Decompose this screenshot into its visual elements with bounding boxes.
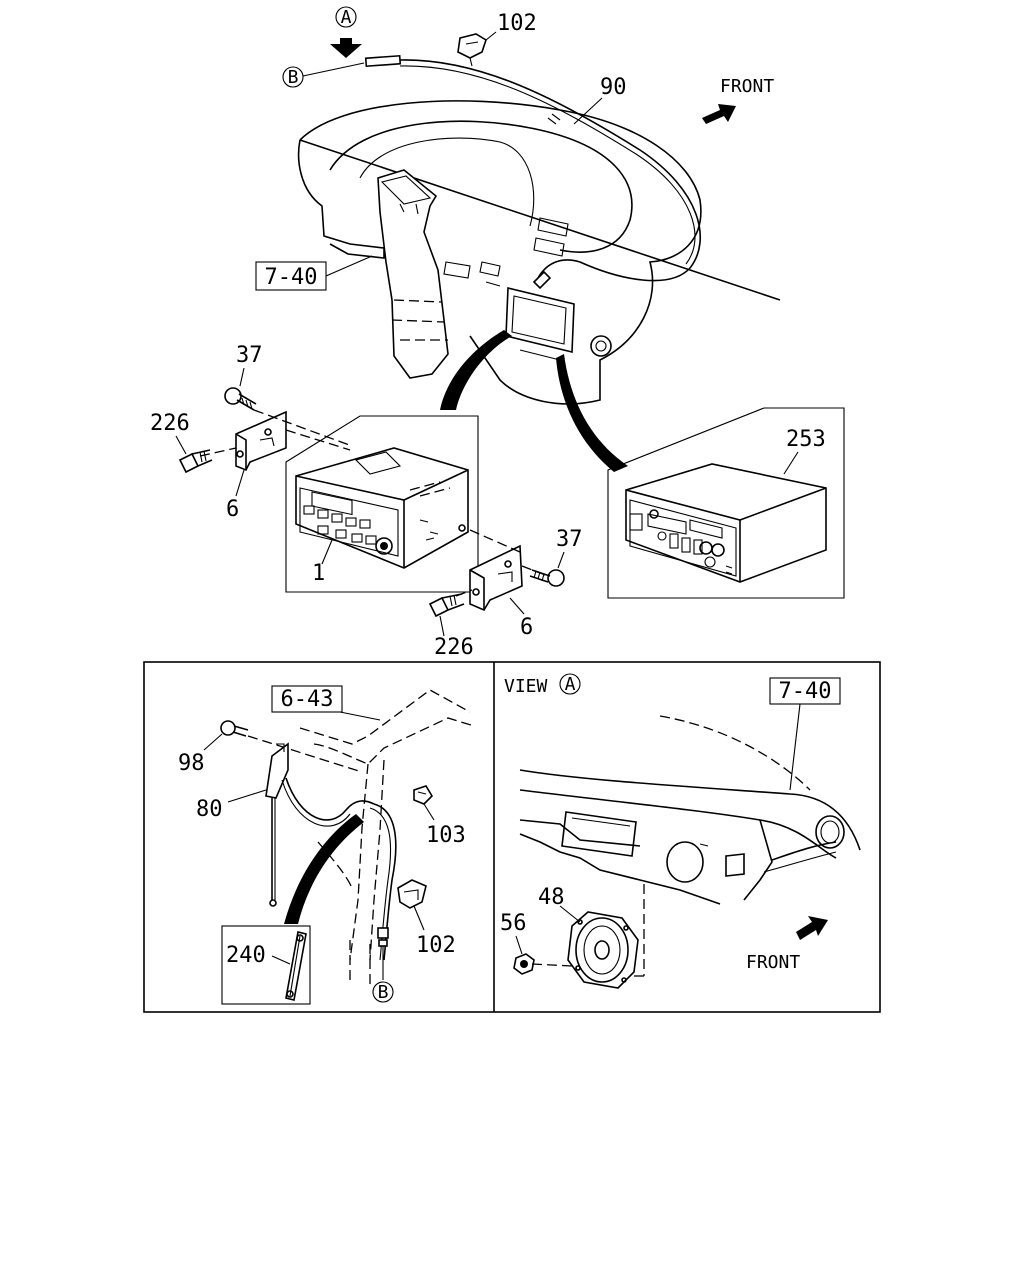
pointer-to-radio-1	[440, 330, 512, 410]
ref-7-40-top-label: 7-40	[265, 265, 318, 290]
clip-102-lower	[397, 879, 427, 909]
label-102-lower: 102	[416, 933, 456, 958]
front-label-top: FRONT	[720, 76, 774, 97]
label-37-right: 37	[556, 527, 583, 552]
label-90: 90	[600, 75, 627, 100]
left-bracket-6	[235, 410, 287, 472]
radio-1-detail	[285, 415, 479, 593]
front-label-view: FRONT	[746, 952, 800, 973]
label-103: 103	[426, 823, 466, 848]
label-253: 253	[786, 427, 826, 452]
speaker-48	[567, 911, 639, 989]
label-48: 48	[538, 885, 565, 910]
front-arrow-view-icon	[796, 916, 828, 940]
lower-detail-frame	[143, 661, 881, 1013]
dashboard-panel	[297, 100, 781, 405]
pointer-to-240	[284, 814, 364, 924]
bolt-37-right	[529, 569, 565, 587]
label-80: 80	[196, 797, 223, 822]
antenna-cable-end	[364, 54, 402, 68]
b-marker-top: B	[288, 67, 299, 88]
bolt-98	[220, 720, 249, 737]
ref-box-6-43	[271, 685, 343, 713]
label-6-left: 6	[226, 497, 239, 522]
label-1: 1	[312, 561, 325, 586]
ref-box-7-40-view	[769, 677, 841, 705]
bolt-37-left	[224, 387, 257, 411]
nut-56	[513, 953, 535, 975]
view-label: VIEW	[504, 676, 548, 697]
label-56: 56	[500, 911, 527, 936]
label-6-right: 6	[520, 615, 533, 640]
label-102-top: 102	[497, 11, 537, 36]
bolt-226-bottom	[428, 593, 465, 618]
ref-6-43-label: 6-43	[281, 687, 334, 712]
label-226-bottom: 226	[434, 635, 474, 660]
antenna-feeder-cable	[399, 59, 702, 282]
right-bracket-6	[469, 544, 523, 612]
clip-103	[413, 785, 434, 805]
b-marker-lower: B	[378, 982, 389, 1003]
ref-7-40-view-label: 7-40	[779, 679, 832, 704]
front-arrow-icon	[702, 104, 736, 124]
view-a-marker-label: A	[341, 7, 352, 28]
radio-253-detail	[607, 407, 845, 599]
dash-panel-view	[519, 715, 861, 905]
pointer-to-radio-253	[556, 354, 628, 472]
pillar-outline	[299, 689, 475, 984]
label-37-left: 37	[236, 343, 263, 368]
bolt-226-left	[178, 449, 213, 474]
part-102-clip-top: 102	[457, 11, 537, 67]
steering-column	[377, 169, 449, 379]
down-arrow-icon	[330, 38, 362, 58]
label-98: 98	[178, 751, 205, 776]
antenna-rod-240	[285, 931, 307, 1001]
view-circle-label: A	[565, 674, 576, 695]
antenna-80	[265, 742, 375, 907]
detail-box-240	[221, 925, 311, 1005]
view-a-arrow: A	[330, 6, 362, 58]
label-240: 240	[226, 943, 266, 968]
label-226-left: 226	[150, 411, 190, 436]
